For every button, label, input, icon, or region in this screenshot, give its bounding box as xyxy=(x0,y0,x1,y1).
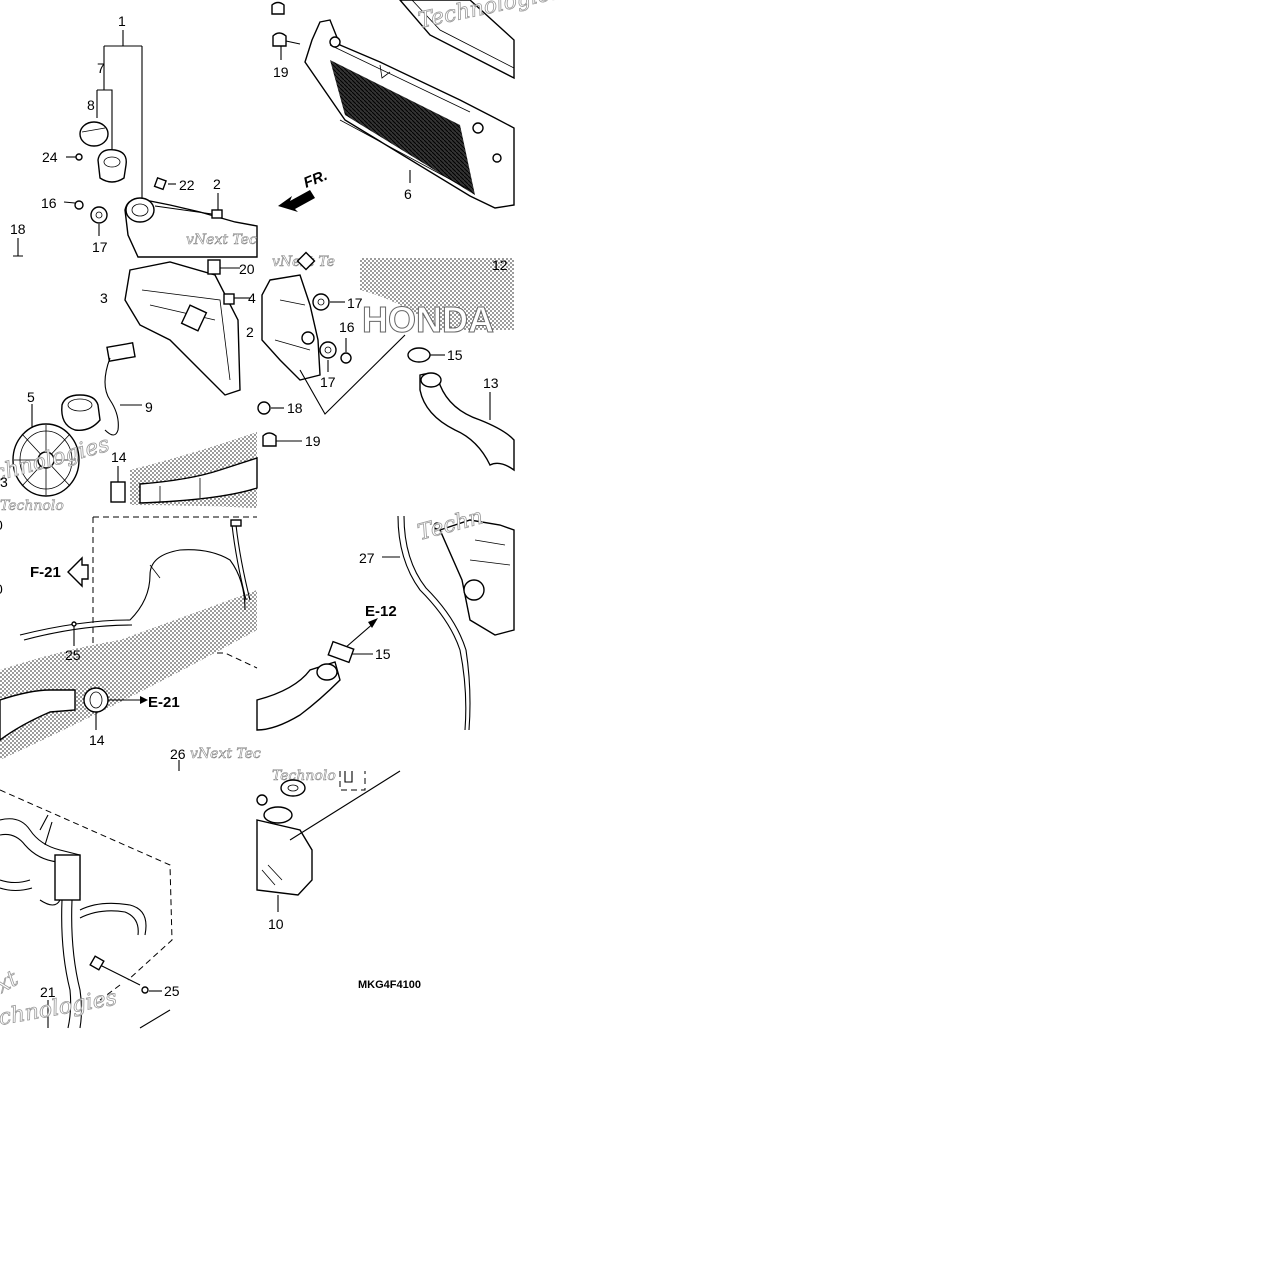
callout-25: 25 xyxy=(65,647,81,663)
callout-17b: 17 xyxy=(347,295,363,311)
callout-17: 17 xyxy=(92,239,108,255)
filler-cap-icon xyxy=(97,149,127,183)
callout-20: 20 xyxy=(239,261,255,277)
callout-6: 6 xyxy=(404,186,412,202)
callout-5: 5 xyxy=(27,389,35,405)
callout-25b: 25 xyxy=(164,983,180,999)
reserve-tank-icon xyxy=(256,819,313,896)
callout-8: 8 xyxy=(87,97,95,113)
direction-label: FR. xyxy=(301,167,330,192)
ref-e21: E-21 xyxy=(148,694,180,711)
ref-f21: F-21 xyxy=(30,564,61,581)
callout-2b: 2 xyxy=(246,324,254,340)
fan-shroud-icon xyxy=(124,261,241,396)
tile-bottom-left: ext chnologies 25 21 xyxy=(0,789,180,1031)
callout-4: 4 xyxy=(248,290,256,306)
callout-18b: 18 xyxy=(287,400,303,416)
callout-19b: 19 xyxy=(305,433,321,449)
tile-top-left: FR. vNext Tec 1 7 8 24 16 17 18 22 2 xyxy=(10,13,330,258)
brand-logo-text: HONDA xyxy=(362,299,494,340)
callout-3: 3 xyxy=(100,290,108,306)
watermark-text: ext xyxy=(0,966,23,1005)
tile-top-right: Technologies 19 6 xyxy=(271,0,564,209)
callout-10: 10 xyxy=(268,916,284,932)
callout-3b: 3 xyxy=(0,474,8,490)
tile-mid-left: chnologies Technolo 20 3 4 5 9 14 2 3 xyxy=(0,259,258,514)
callout-14b: 14 xyxy=(89,732,105,748)
callout-9: 9 xyxy=(145,399,153,415)
callout-21: 21 xyxy=(40,984,56,1000)
diagram-code: MKG4F4100 xyxy=(358,979,421,991)
callout-17c: 17 xyxy=(320,374,336,390)
callout-0b: 0 xyxy=(0,581,3,597)
callout-2: 2 xyxy=(213,176,221,192)
callout-1: 1 xyxy=(118,13,126,29)
watermark-text: Technolo xyxy=(272,768,336,784)
callout-13: 13 xyxy=(483,375,499,391)
callout-7: 7 xyxy=(97,60,105,76)
front-arrow-icon xyxy=(278,190,315,212)
callout-12: 12 xyxy=(492,257,508,273)
callout-22: 22 xyxy=(179,177,195,193)
callout-16: 16 xyxy=(41,195,57,211)
callout-15: 15 xyxy=(447,347,463,363)
tile-bottom-right: Technolo 10 MKG4F4100 xyxy=(256,768,421,991)
callout-19: 19 xyxy=(273,64,289,80)
callout-26: 26 xyxy=(170,746,186,762)
callout-0a: 0 xyxy=(0,517,3,533)
tile-mid-right: HONDA vNext Te 12 xyxy=(257,251,515,472)
hollow-arrow-icon xyxy=(67,556,89,588)
watermark-text: Technolo xyxy=(0,498,64,514)
cap-icon xyxy=(79,121,109,147)
ref-e12: E-12 xyxy=(365,603,397,620)
callout-16b: 16 xyxy=(339,319,355,335)
callout-14: 14 xyxy=(111,449,127,465)
watermark-text: vNext Tec xyxy=(186,232,257,248)
tile-lower-right: Techn 27 E-12 15 xyxy=(256,504,515,731)
watermark-text: vNext Tec xyxy=(190,746,261,762)
callout-27: 27 xyxy=(359,550,375,566)
watermark-text: chnologies xyxy=(0,986,119,1031)
tile-lower-left: F-21 vNext Tec E-21 25 14 26 0 0 xyxy=(0,516,261,771)
callout-15b: 15 xyxy=(375,646,391,662)
callout-18: 18 xyxy=(10,221,26,237)
callout-24: 24 xyxy=(42,149,58,165)
